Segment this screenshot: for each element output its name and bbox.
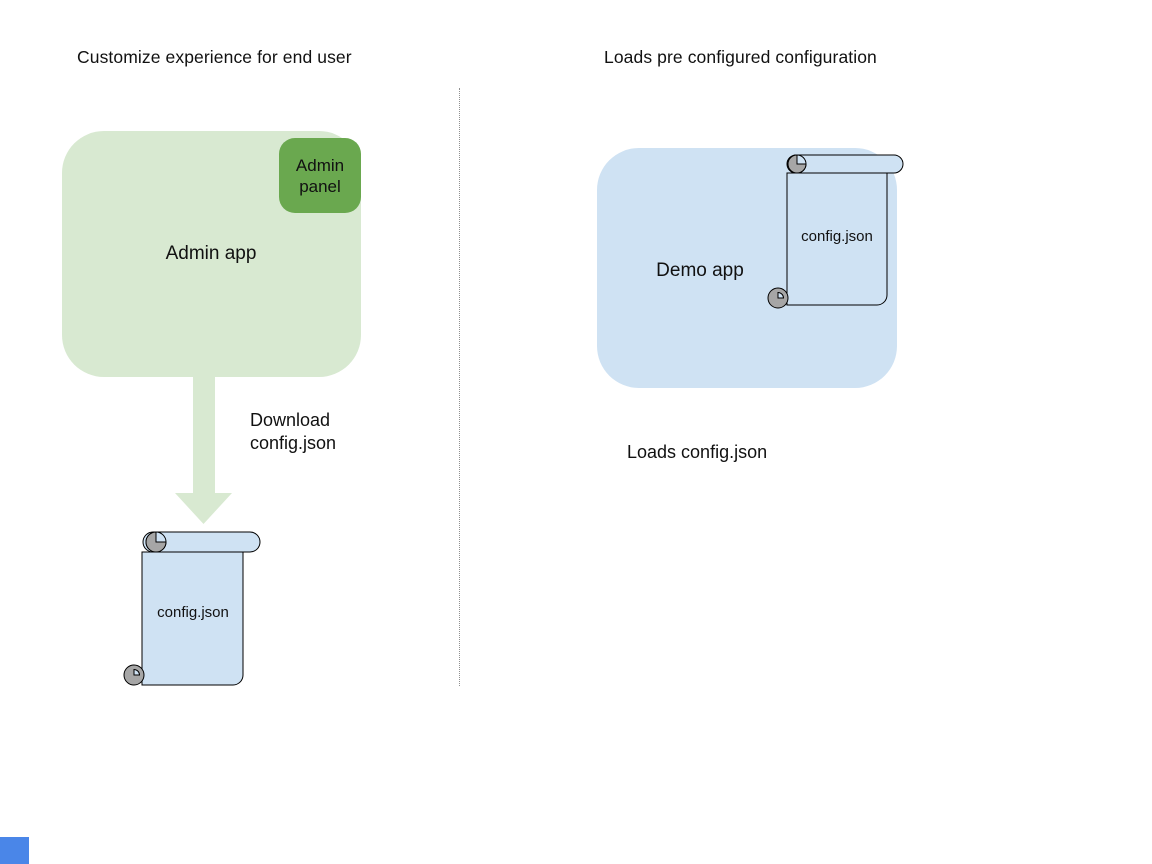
scroll-body <box>786 172 888 306</box>
scroll-top-curl-shade <box>787 154 807 174</box>
scroll-bottom-curl-notch <box>133 668 141 676</box>
config-json-label-right: config.json <box>801 228 873 245</box>
scroll-bottom-curl-notch <box>777 291 785 299</box>
config-json-scroll-left <box>123 531 261 686</box>
demo-app-label: Demo app <box>656 260 744 281</box>
config-json-label-left: config.json <box>157 604 229 621</box>
admin-panel-box: Admin panel <box>279 138 361 213</box>
admin-app-label: Admin app <box>165 243 257 264</box>
download-arrow-label: Download config.json <box>250 410 337 453</box>
scroll-top-roll <box>786 154 904 174</box>
download-arrow-icon <box>175 377 232 524</box>
section-divider <box>459 88 460 686</box>
scroll-top-roll <box>142 531 261 553</box>
loads-config-caption: Loads config.json <box>627 442 768 462</box>
scroll-body <box>141 551 244 686</box>
left-section-title: Customize experience for end user <box>77 47 352 67</box>
download-arrow-shape <box>175 377 232 524</box>
config-json-scroll-right <box>767 154 904 309</box>
scroll-top-curl-shade <box>145 531 167 553</box>
right-section-title: Loads pre configured configuration <box>604 47 877 67</box>
bottom-left-blue-shape <box>0 837 29 864</box>
